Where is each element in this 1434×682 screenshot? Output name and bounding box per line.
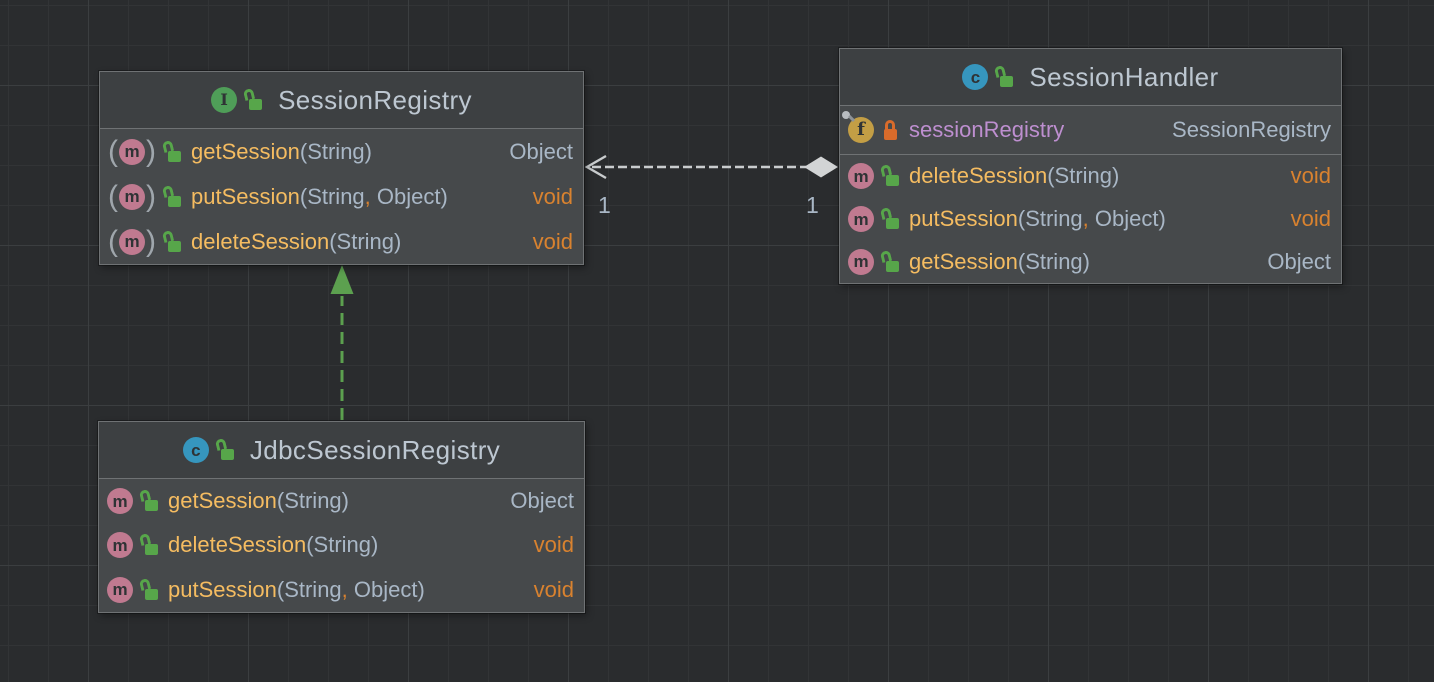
lock-open-icon — [161, 229, 182, 252]
class-title: SessionRegistry — [278, 84, 472, 115]
methods-section: (m)getSession(String)Object(m)putSession… — [100, 129, 583, 264]
lock-open-icon — [879, 164, 900, 187]
return-type: void — [533, 576, 574, 602]
lock-open-icon — [879, 249, 900, 272]
method-icon: m — [848, 206, 874, 232]
class-header[interactable]: c SessionHandler — [840, 49, 1341, 106]
method-name: deleteSession — [168, 532, 307, 558]
multiplicity-label-source: 1 — [806, 192, 819, 218]
method-name: deleteSession — [191, 228, 330, 254]
class-header[interactable]: I SessionRegistry — [100, 72, 583, 129]
return-type: void — [1290, 206, 1331, 231]
return-type: void — [533, 532, 574, 558]
field-icon: f — [842, 111, 874, 143]
lock-open-icon — [161, 139, 182, 162]
lock-open-icon — [879, 206, 900, 229]
class-icon: c — [962, 64, 989, 90]
method-row[interactable]: (m)deleteSession(String)void — [108, 224, 573, 258]
return-type: void — [532, 228, 573, 254]
abstract-method-icon: (m) — [108, 134, 156, 168]
aggregation-diamond-icon — [804, 156, 838, 178]
abstract-method-icon: (m) — [108, 224, 156, 258]
return-type: void — [532, 183, 573, 209]
method-icon: m — [107, 576, 133, 603]
lock-open-icon — [138, 533, 159, 556]
lock-closed-icon — [883, 120, 900, 140]
method-name: putSession — [191, 183, 300, 209]
class-title: SessionHandler — [1029, 61, 1219, 92]
lock-open-icon — [161, 184, 182, 207]
multiplicity-label-target: 1 — [598, 192, 611, 218]
class-header[interactable]: c JdbcSessionRegistry — [99, 422, 584, 479]
field-name: sessionRegistry — [909, 117, 1065, 142]
fields-section: f sessionRegistry SessionRegistry — [840, 106, 1341, 154]
return-type: Object — [1267, 248, 1331, 274]
method-name: getSession — [191, 138, 300, 164]
field-row[interactable]: f sessionRegistry SessionRegistry — [840, 106, 1341, 154]
abstract-method-icon: (m) — [108, 179, 156, 213]
lock-open-icon — [242, 87, 263, 110]
class-icon: c — [182, 437, 209, 463]
method-icon: m — [107, 488, 133, 515]
pin-icon — [842, 111, 856, 125]
method-name: putSession — [168, 576, 277, 602]
interface-icon: I — [211, 87, 238, 113]
return-type: Object — [509, 138, 573, 164]
method-name: deleteSession — [909, 163, 1048, 189]
return-type: Object — [510, 488, 574, 514]
return-type: void — [1290, 163, 1331, 189]
realization-arrowhead-icon — [330, 265, 354, 294]
method-icon: m — [107, 532, 133, 559]
open-arrowhead-icon — [584, 154, 607, 180]
method-icon: m — [848, 248, 874, 275]
method-row[interactable]: (m)putSession(String, Object)void — [108, 179, 573, 213]
realization-edge[interactable] — [330, 265, 354, 420]
method-row[interactable]: (m)getSession(String)Object — [108, 134, 573, 168]
method-name: putSession — [909, 206, 1018, 231]
class-node-sessionhandler[interactable]: c SessionHandler f sessionRegistry SessionRe… — [839, 48, 1342, 284]
method-icon: m — [848, 163, 874, 190]
aggregation-edge[interactable] — [584, 154, 838, 180]
lock-open-icon — [138, 577, 159, 600]
field-type: SessionRegistry — [1172, 117, 1331, 142]
lock-open-icon — [214, 437, 235, 460]
lock-open-icon — [138, 489, 159, 512]
method-name: getSession — [168, 488, 277, 514]
lock-open-icon — [994, 64, 1014, 87]
class-title: JdbcSessionRegistry — [249, 434, 501, 465]
method-name: getSession — [909, 248, 1018, 274]
